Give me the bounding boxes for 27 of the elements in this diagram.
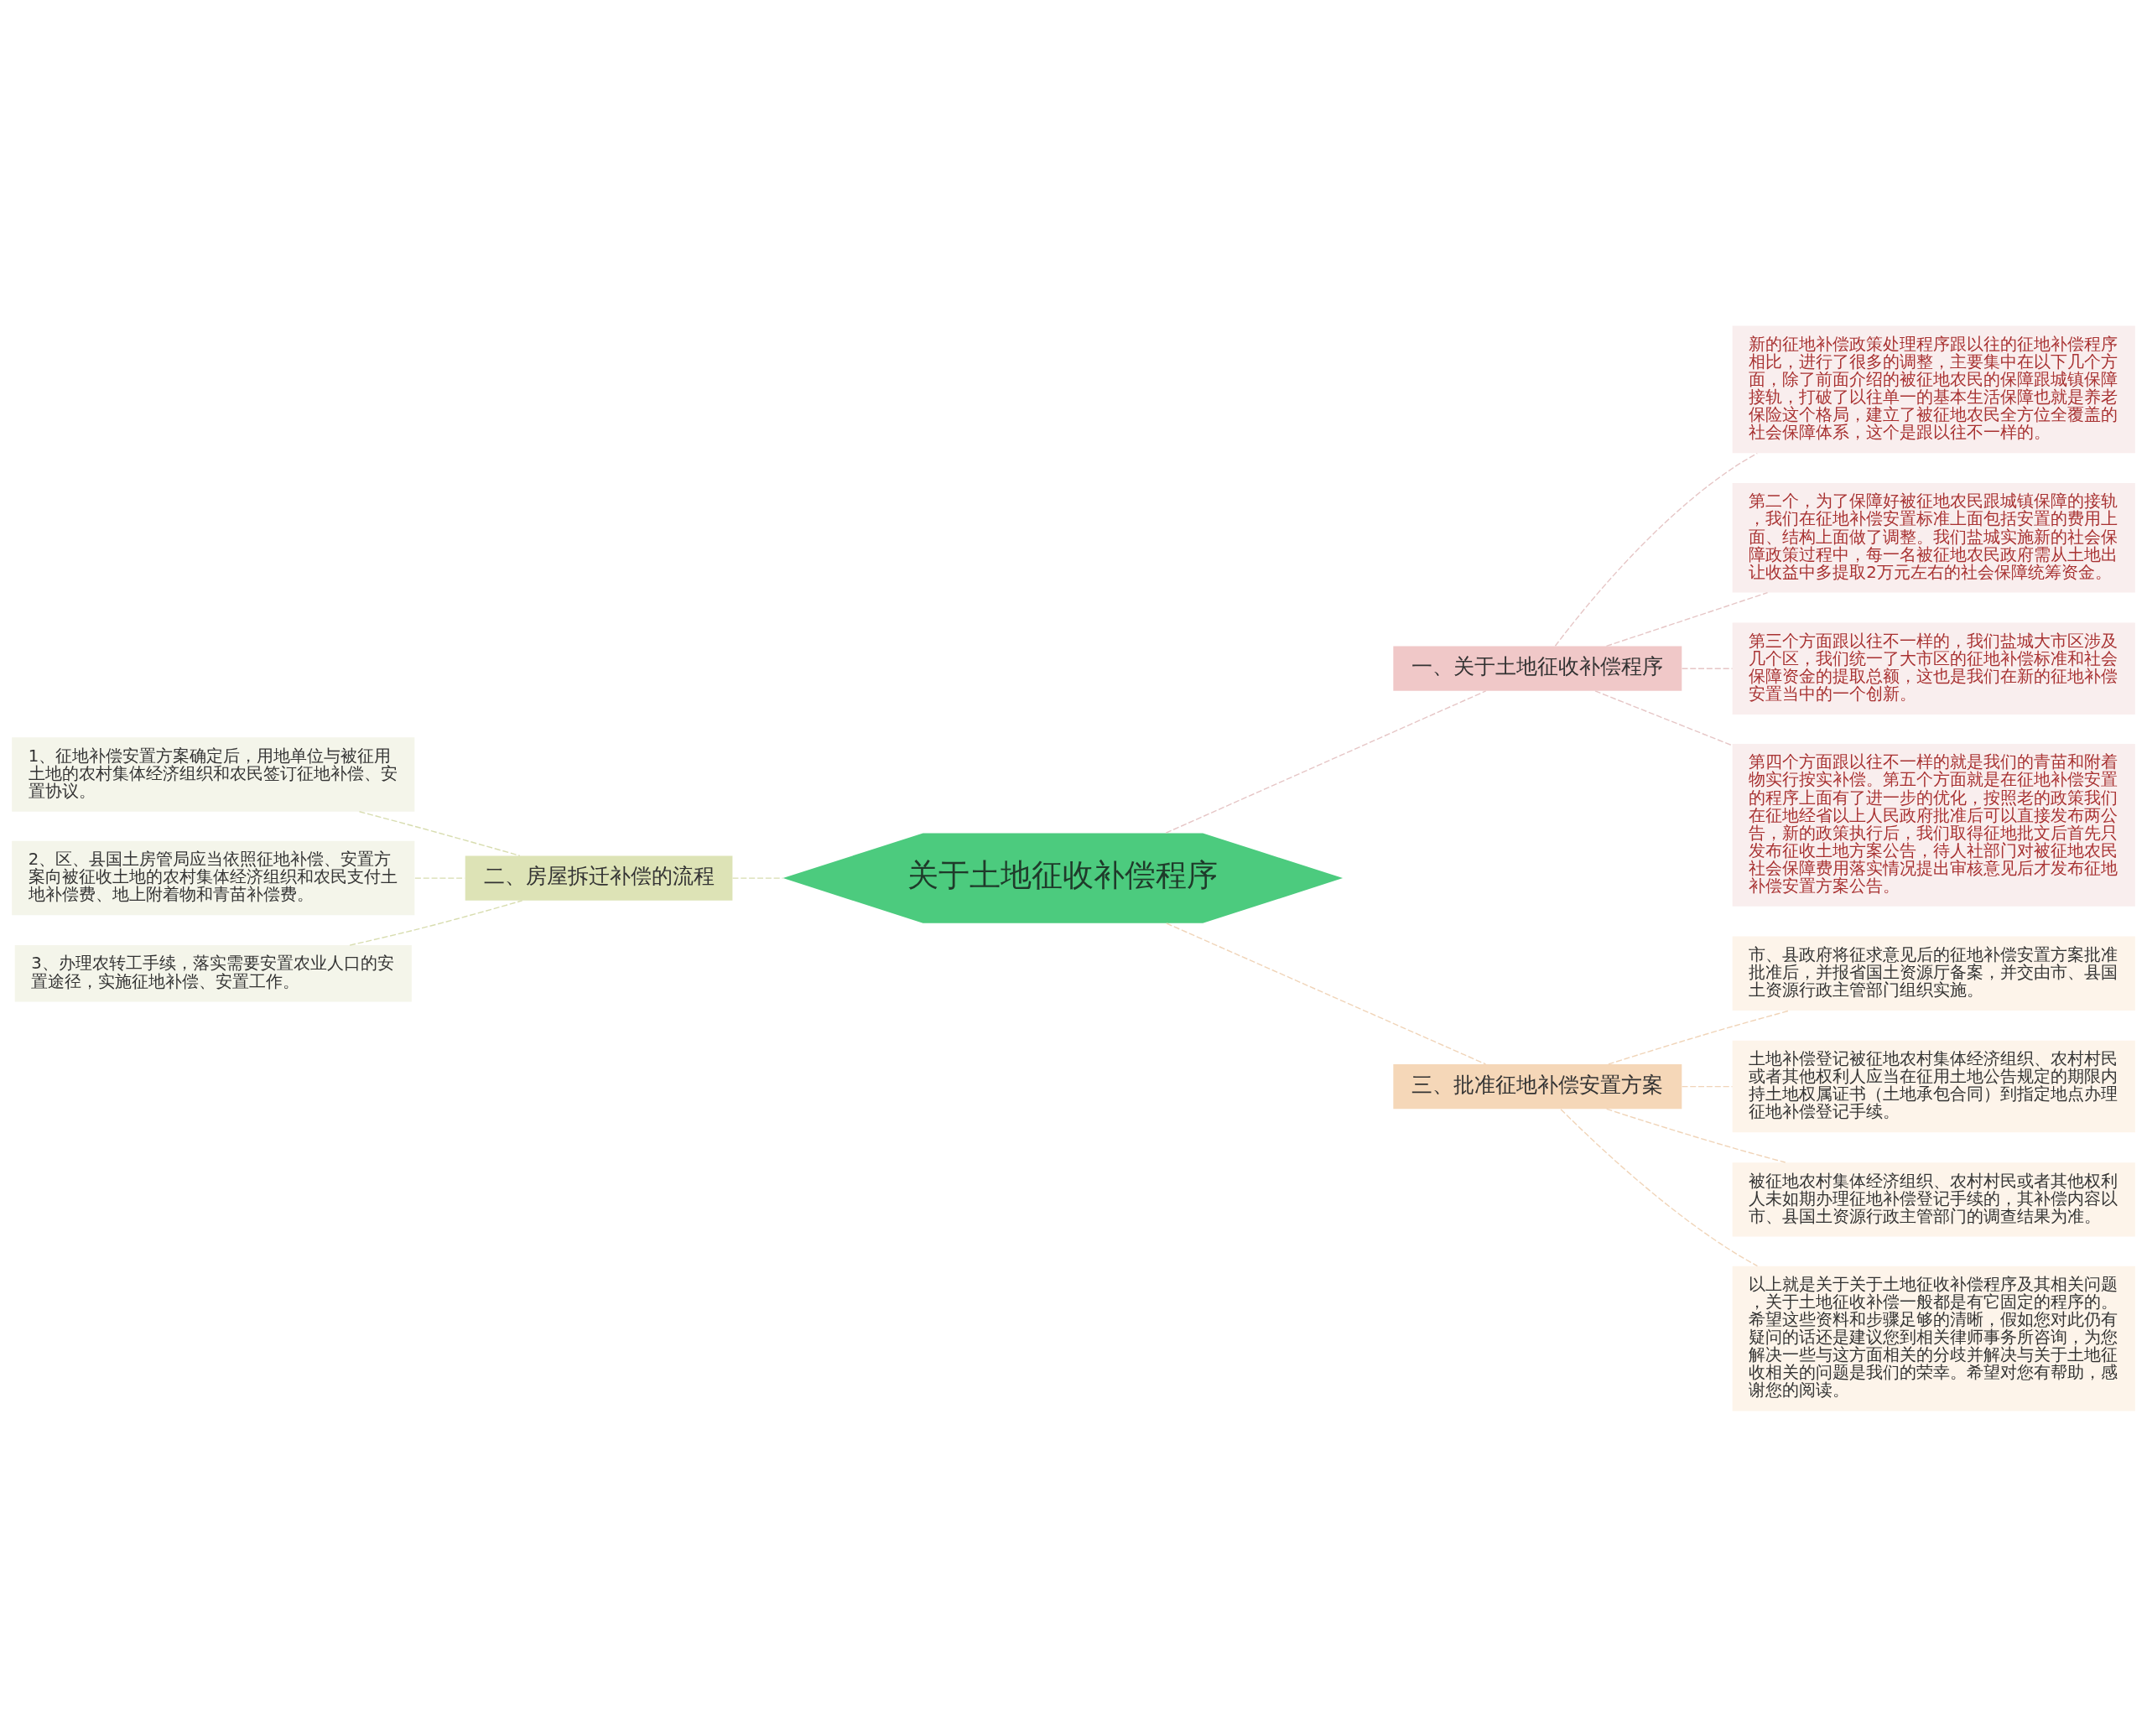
node-box: 被征地农村集体经济组织、农村村民或者其他权利人未如期办理征地补偿登记手续的，其补偿内容以市、县国土资源行政主管部门的调查结果为准。 <box>1732 1162 2135 1237</box>
connector <box>1165 689 1487 834</box>
connector <box>1560 1108 1759 1266</box>
connector <box>1608 1009 1790 1065</box>
node-box: 3、办理农转工手续，落实需要安置农业人口的安置途径，实施征地补偿、安置工作。 <box>14 944 412 1001</box>
node-box: 以上就是关于关于土地征收补偿程序及其相关问题，关于土地征收补偿一般都是有它固定的程序的。希望这些资料和步骤足够的清晰，假如您对此仍有疑问的话还是建议您到相关律师事务所咨询，为您解决一些与这方面相关的分歧并解决与关于土地征收相关的问题是我们的荣幸。希望对您有帮助，感谢您的阅读。 <box>1732 1266 2135 1411</box>
node-box: 新的征地补偿政策处理程序跟以往的征地补偿程序相比，进行了很多的调整，主要集中在以下几个方面，除了前面介绍的被征地农民的保障跟城镇保障接轨，打破了以往单一的基本生活保障也就是养老保险这个格局，建立了被征地农民全方位全覆盖的社会保障体系，这个是跟以往不一样的。 <box>1732 325 2135 453</box>
node-box: 一、关于土地征收补偿程序 <box>1393 646 1682 691</box>
connector <box>1594 689 1734 746</box>
node-box: 2、区、县国土房管局应当依照征地补偿、安置方案向被征收土地的农村集体经济组织和农民支付土地补偿费、地上附着物和青苗补偿费。 <box>12 840 415 915</box>
node-box: 第二个，为了保障好被征地农民跟城镇保障的接轨，我们在征地补偿安置标准上面包括安置的费用上面、结构上面做了调整。我们盐城实施新的社会保障政策过程中，每一名被征地农民政府需从土地出让收益中多提取2万元左右的社会保障统筹资金。 <box>1732 482 2135 593</box>
connector <box>731 876 784 879</box>
node-box: 1、征地补偿安置方案确定后，用地单位与被征用土地的农村集体经济组织和农民签订征地补偿、安置协议。 <box>12 736 415 812</box>
connector <box>1605 1108 1786 1163</box>
connector <box>1605 591 1769 647</box>
node-box: 市、县政府将征求意见后的征地补偿安置方案批准批准后，并报省国土资源厅备案，并交由市、县国土资源行政主管部门组织实施。 <box>1732 936 2135 1011</box>
connector <box>1681 1085 1734 1087</box>
node-box: 土地补偿登记被征地农村集体经济组织、农村村民或者其他权利人应当在征用土地公告规定的期限内持土地权属证书（土地承包合同）到指定地点办理征地补偿登记手续。 <box>1732 1040 2135 1132</box>
node-box: 第四个方面跟以往不一样的就是我们的青苗和附着物实行按实补偿。第五个方面就是在征地补偿安置的程序上面有了进一步的优化，按照老的政策我们在征地经省以上人民政府批准后可以直接发布两公告，新的政策执行后，我们取得征地批文后首先只发布征收土地方案公告，待人社部门对被征地农民社会保障费用落实情况提出审核意见后才发布征地补偿安置方案公告。 <box>1732 743 2135 907</box>
connector <box>1166 922 1487 1065</box>
connector <box>349 899 523 946</box>
node-box: 第三个方面跟以往不一样的，我们盐城大市区涉及几个区，我们统一了大市区的征地补偿标准和社会保障资金的提取总额，这也是我们在新的征地补偿安置当中的一个创新。 <box>1732 621 2135 715</box>
connector <box>1554 452 1758 647</box>
node-box: 二、房屋拆迁补偿的流程 <box>465 855 733 901</box>
connector <box>358 810 521 856</box>
node-box: 三、批准征地补偿安置方案 <box>1393 1063 1682 1109</box>
connector <box>1681 667 1734 669</box>
